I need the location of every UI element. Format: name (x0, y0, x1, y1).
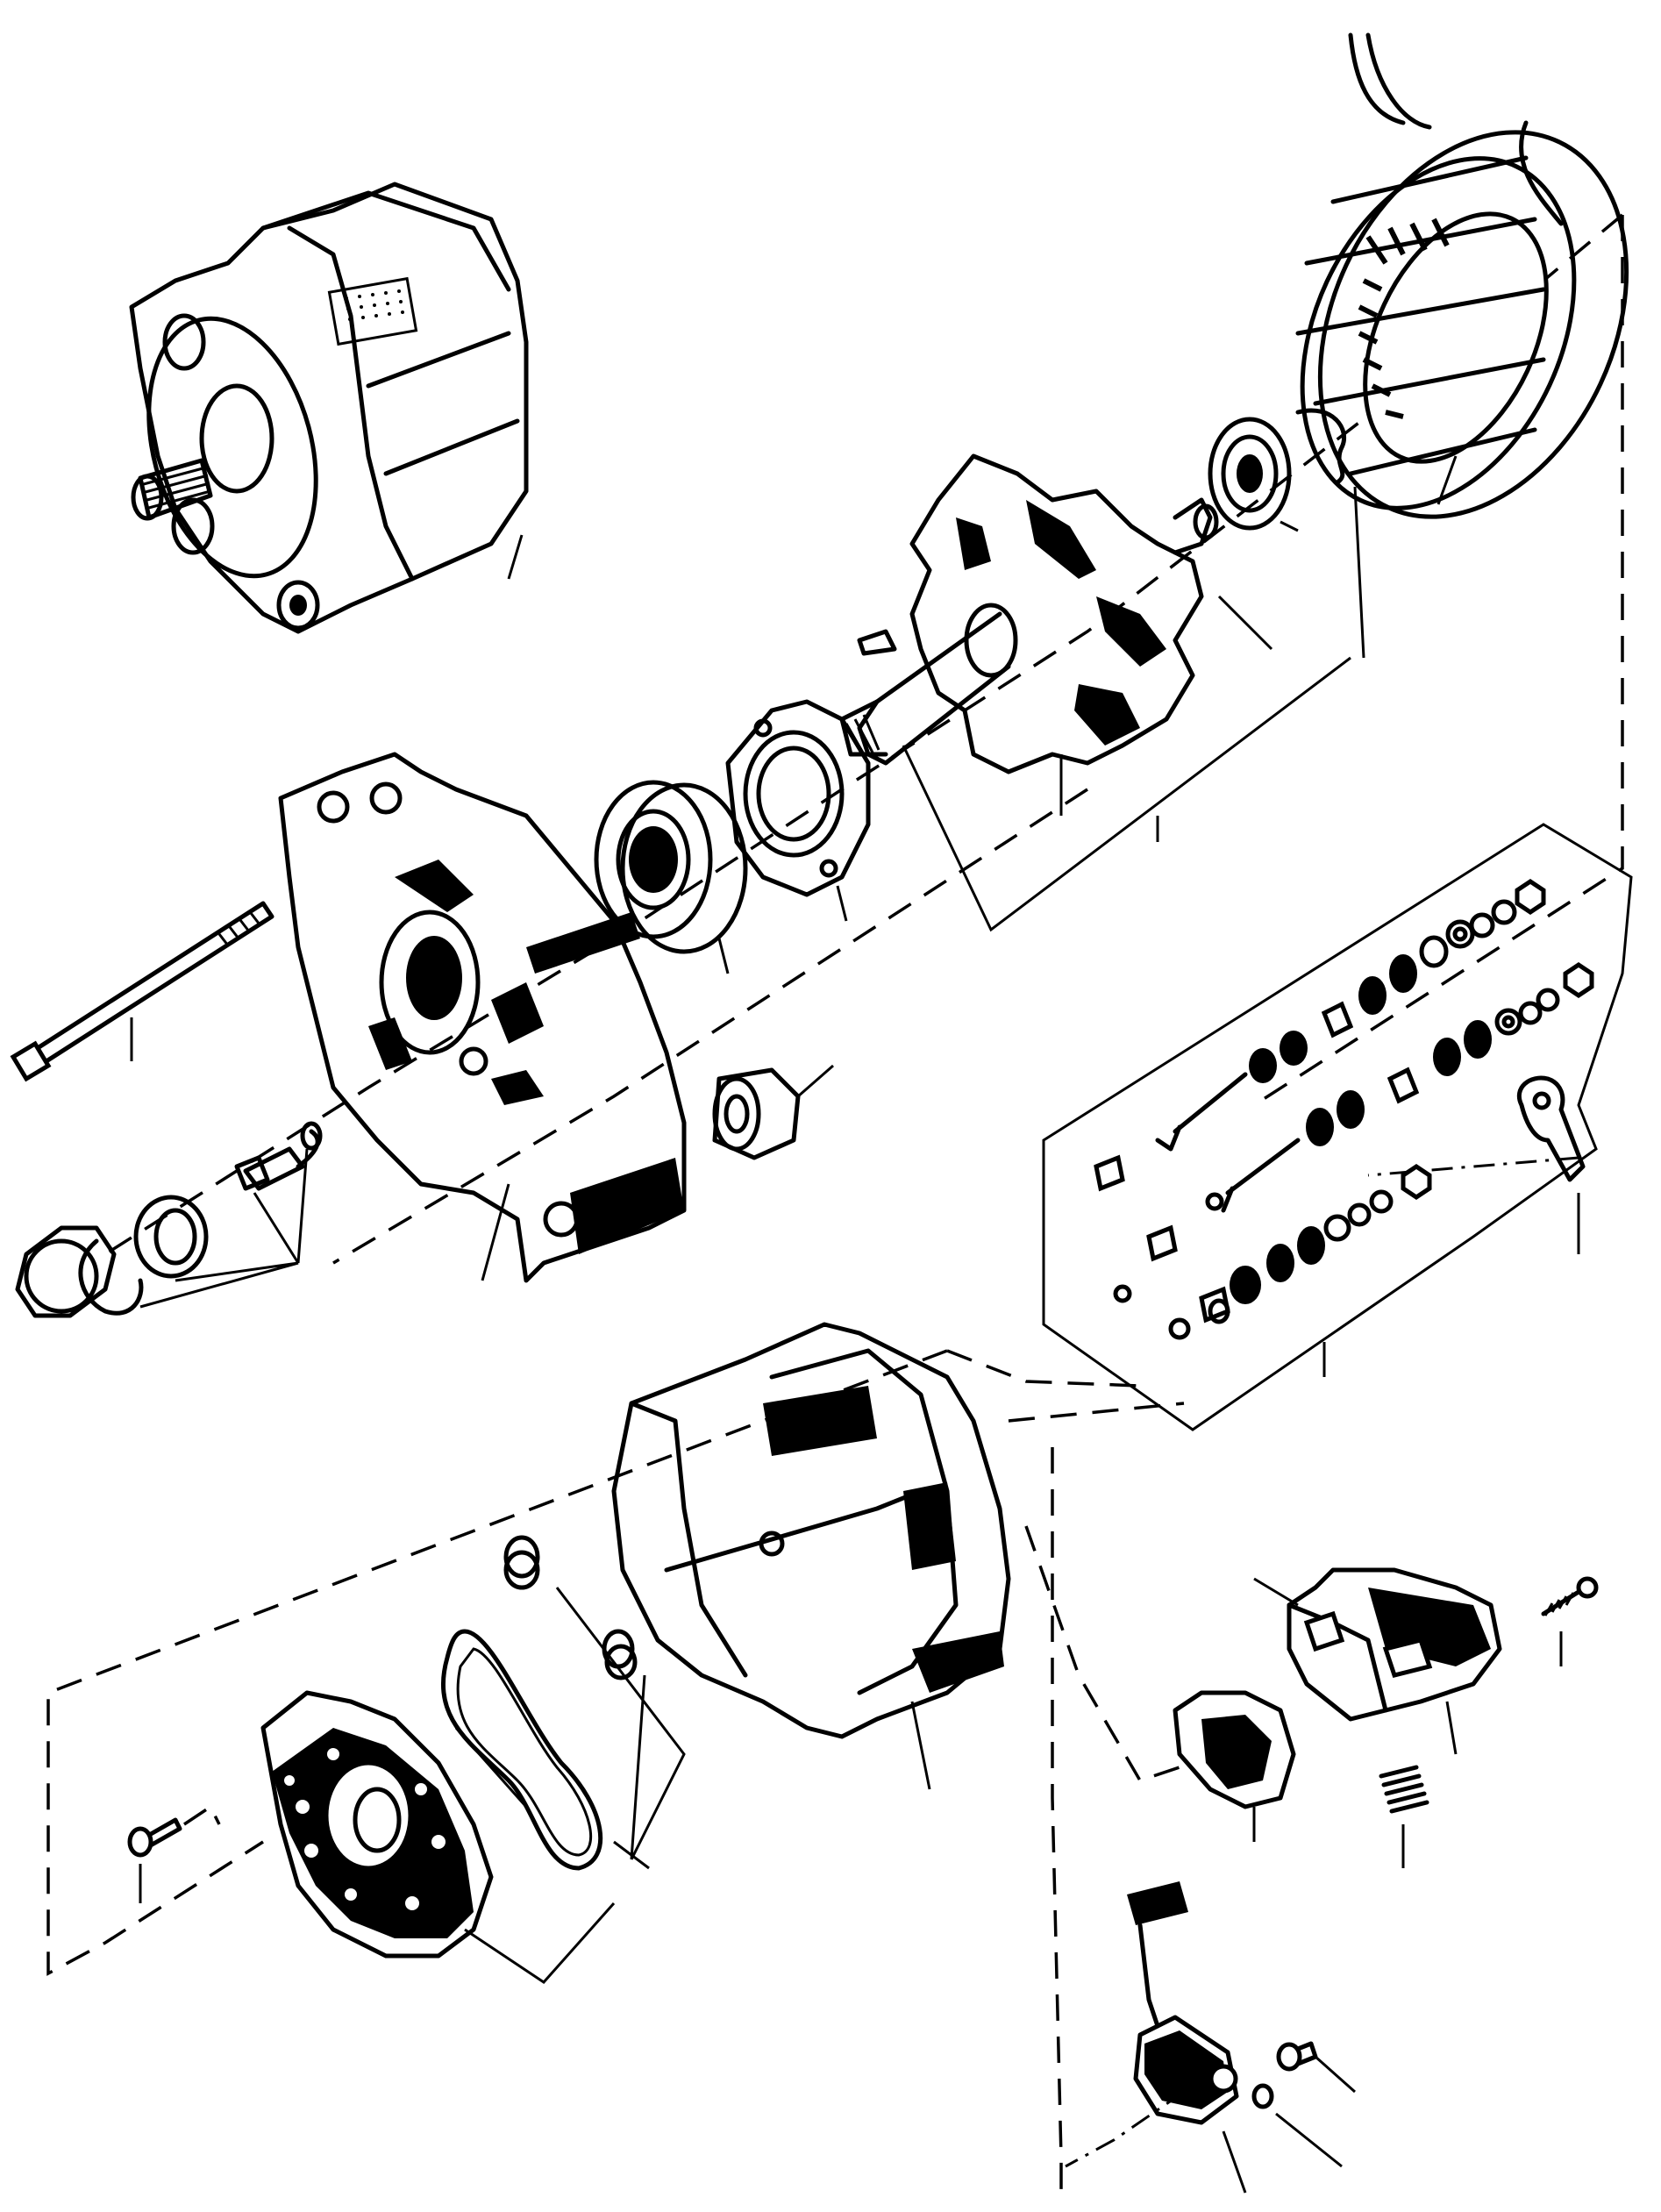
slip-ring-end-housing-icon (611, 1322, 1011, 1790)
small-bolt-icon (127, 1804, 221, 1903)
brush-holder-icon (1173, 1690, 1296, 1842)
stator-icon (1295, 32, 1629, 519)
terminal-hardware-kit-icon (1042, 823, 1633, 1431)
bearing-retainer-plate-icon (725, 699, 871, 922)
front-bearing-icon (594, 780, 748, 974)
bushings-icon (503, 1535, 686, 1870)
brush-spring-icon (1379, 1765, 1429, 1868)
rotor-icon (839, 453, 1351, 932)
rear-bearing-icon (1208, 408, 1365, 659)
spacer-sleeve-icon (712, 1064, 834, 1160)
gasket-icon (440, 1629, 603, 1871)
drive-end-housing-icon (278, 752, 687, 1283)
rectifier-plate-icon (260, 1690, 616, 1984)
pulley-nut-and-washers-icon (15, 1121, 323, 1318)
assembled-alternator-icon (129, 182, 529, 634)
suppression-capacitor-icon (1127, 1881, 1356, 2194)
terminal-lug-icon (1516, 1075, 1586, 1254)
through-bolt-icon (10, 901, 274, 1082)
voltage-regulator-icon (1253, 1567, 1599, 1755)
